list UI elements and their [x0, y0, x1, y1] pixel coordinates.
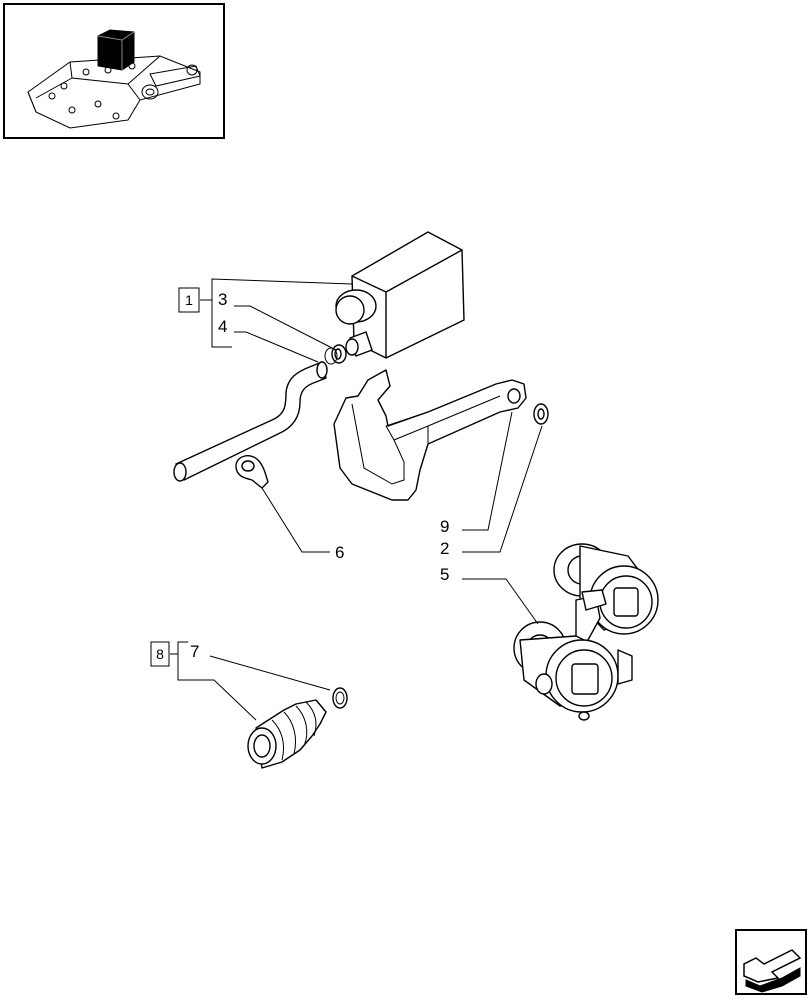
highlighted-component [97, 29, 135, 71]
callout-2: 2 [440, 539, 449, 558]
callout-5: 5 [440, 565, 449, 584]
callout-6: 6 [335, 543, 344, 562]
part-box-unit [335, 231, 465, 359]
callout-3: 3 [218, 290, 227, 309]
part-bracket [333, 369, 527, 501]
part-bellows [247, 699, 327, 769]
callout-7: 7 [190, 642, 199, 661]
part-washer [533, 403, 549, 425]
callout-8: 8 [156, 646, 164, 662]
callout-4: 4 [218, 317, 227, 336]
callout-9: 9 [440, 517, 449, 536]
part-o-ring [324, 344, 347, 365]
part-pump-unit [513, 543, 659, 721]
next-page-arrow-icon[interactable] [735, 929, 807, 995]
callout-box-8: 8 [150, 641, 170, 667]
leader-lines [170, 278, 543, 721]
callout-1: 1 [185, 292, 193, 308]
part-circlip [332, 687, 348, 709]
part-clip [235, 455, 269, 489]
callout-box-1: 1 [178, 287, 200, 313]
part-tube [173, 361, 328, 482]
assembly-overview-thumbnail [3, 3, 225, 139]
